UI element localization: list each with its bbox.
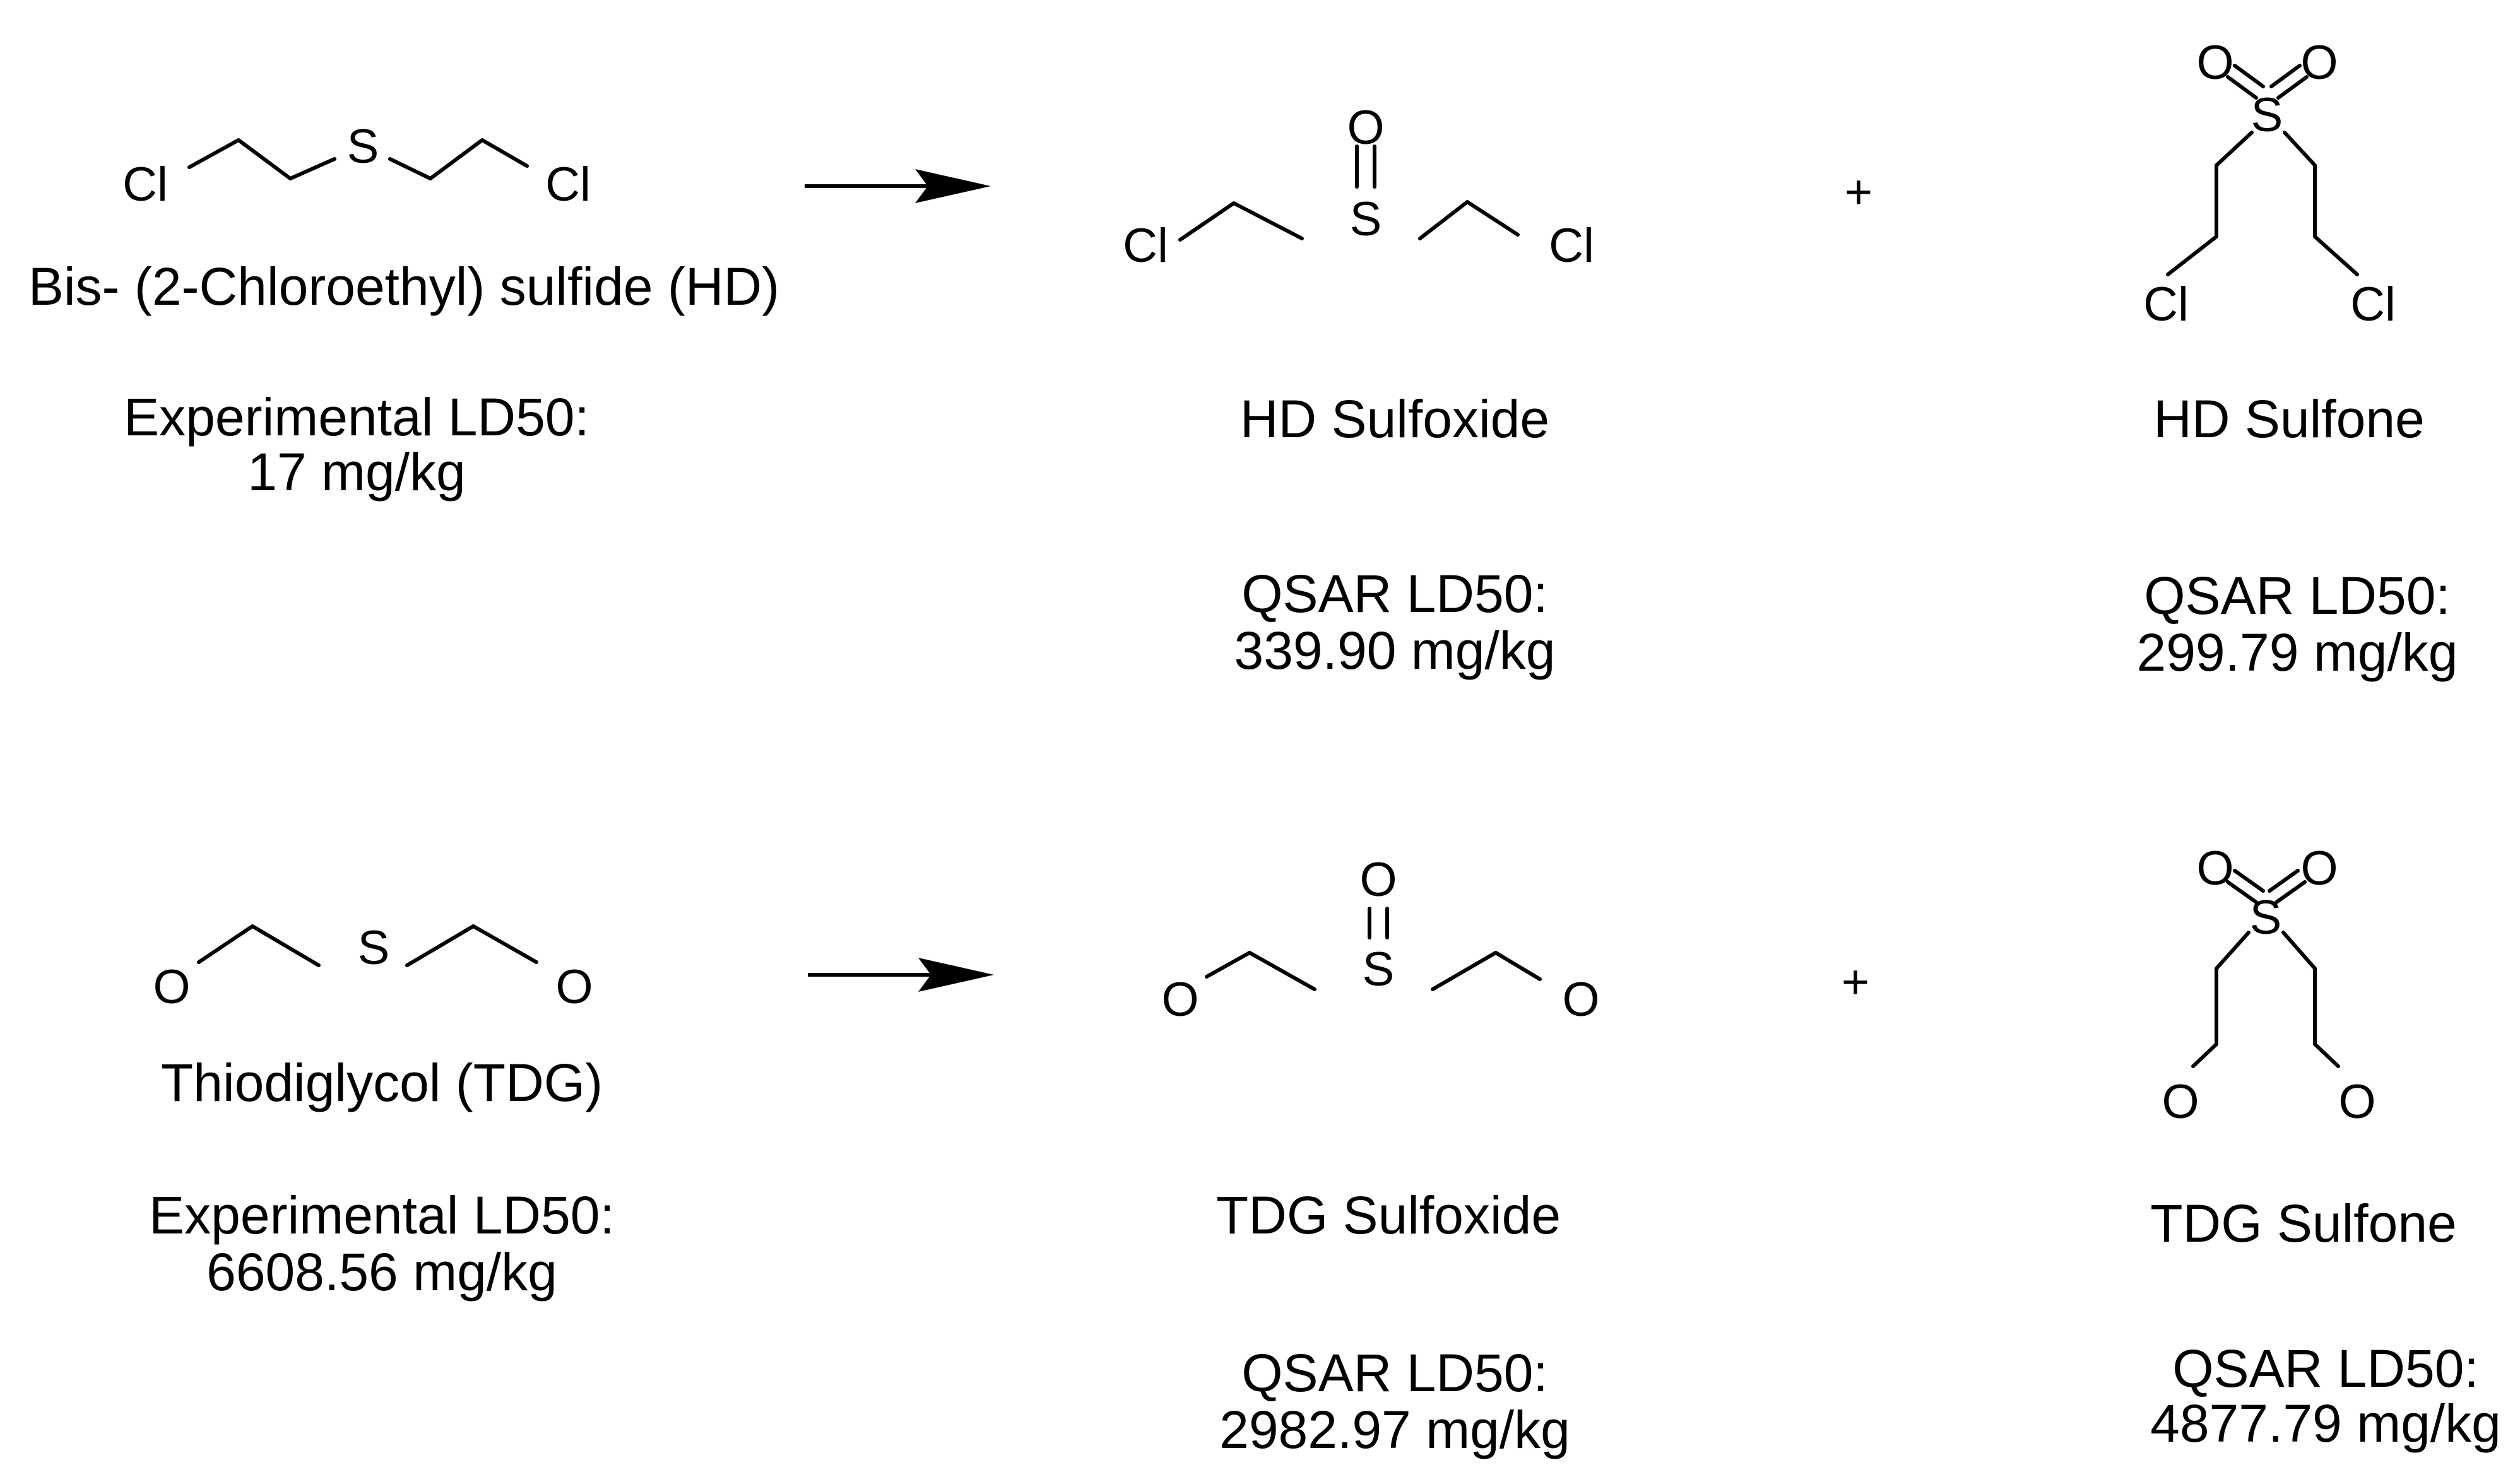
hd-sulfone-ld50-value: 299.79 mg/kg bbox=[2136, 623, 2458, 682]
hd-sulfoxide-structure: Cl O S Cl bbox=[1123, 101, 1594, 273]
hd-structure: Cl S Cl bbox=[122, 120, 591, 211]
tdg-name: Thiodiglycol (TDG) bbox=[161, 1053, 603, 1112]
tdg-sulfone-s: S bbox=[2250, 891, 2282, 944]
hd-s: S bbox=[347, 120, 379, 174]
hd-sulfone-o-left: O bbox=[2196, 36, 2233, 90]
hd-cl-right: Cl bbox=[545, 158, 591, 211]
hd-name: Bis- (2-Chloroethyl) sulfide (HD) bbox=[28, 257, 779, 316]
hd-sulfoxide-s: S bbox=[1350, 192, 1382, 246]
hd-sulfoxide-ld50-value: 339.90 mg/kg bbox=[1234, 621, 1555, 680]
hd-cl-left: Cl bbox=[122, 158, 168, 211]
hd-sulfoxide-cl-left: Cl bbox=[1123, 219, 1168, 273]
tdg-sulfoxide-o-right: O bbox=[1562, 973, 1599, 1027]
hd-sulfone-structure: O O S Cl Cl bbox=[2143, 36, 2396, 331]
tdg-sulfoxide-s: S bbox=[1363, 943, 1395, 996]
reaction-arrow-hd bbox=[805, 169, 991, 203]
tdg-sulfoxide-ld50-label: QSAR LD50: bbox=[1241, 1343, 1548, 1403]
hd-ld50-label: Experimental LD50: bbox=[124, 387, 589, 447]
tdg-sulfone-ld50-value: 4877.79 mg/kg bbox=[2150, 1394, 2501, 1453]
tdg-sulfone-o-left: O bbox=[2196, 842, 2233, 895]
hd-sulfoxide-name: HD Sulfoxide bbox=[1240, 389, 1549, 449]
tdg-sulfone-o-bottom-right: O bbox=[2338, 1075, 2375, 1129]
tdg-sulfoxide-o-left: O bbox=[1161, 973, 1198, 1027]
hd-sulfone-cl-left: Cl bbox=[2143, 278, 2189, 331]
reaction-arrow-tdg bbox=[808, 958, 994, 992]
hd-sulfone-o-right: O bbox=[2300, 36, 2338, 90]
tdg-sulfoxide-name: TDG Sulfoxide bbox=[1216, 1186, 1561, 1245]
hd-ld50-value: 17 mg/kg bbox=[247, 442, 466, 502]
tdg-ld50-label: Experimental LD50: bbox=[149, 1186, 615, 1245]
hd-sulfoxide-o: O bbox=[1347, 101, 1384, 155]
tdg-o-left: O bbox=[153, 960, 190, 1014]
tdg-sulfone-o-right: O bbox=[2300, 842, 2338, 895]
tdg-sulfone-name: TDG Sulfone bbox=[2150, 1194, 2457, 1253]
tdg-structure: O S O bbox=[153, 921, 593, 1014]
tdg-sulfoxide-ld50-value: 2982.97 mg/kg bbox=[1219, 1400, 1570, 1459]
hd-sulfone-name: HD Sulfone bbox=[2153, 389, 2425, 449]
hd-sulfone-cl-right: Cl bbox=[2350, 278, 2396, 331]
hd-sulfone-s: S bbox=[2251, 88, 2283, 142]
tdg-s: S bbox=[358, 921, 390, 975]
hd-sulfone-ld50-label: QSAR LD50: bbox=[2144, 566, 2451, 625]
tdg-sulfoxide-o: O bbox=[1359, 853, 1397, 907]
hd-sulfoxide-cl-right: Cl bbox=[1549, 219, 1594, 273]
hd-sulfoxide-ld50-label: QSAR LD50: bbox=[1241, 564, 1548, 623]
tdg-ld50-value: 6608.56 mg/kg bbox=[206, 1242, 557, 1302]
tdg-sulfoxide-structure: O O S O bbox=[1161, 853, 1599, 1027]
plus-sign-tdg: + bbox=[1842, 955, 1869, 1009]
plus-sign-hd: + bbox=[1845, 165, 1872, 219]
tdg-sulfone-o-bottom-left: O bbox=[2162, 1075, 2199, 1129]
tdg-sulfone-ld50-label: QSAR LD50: bbox=[2172, 1339, 2479, 1398]
tdg-sulfone-structure: O O S O O bbox=[2162, 842, 2375, 1129]
tdg-o-right: O bbox=[555, 960, 593, 1014]
